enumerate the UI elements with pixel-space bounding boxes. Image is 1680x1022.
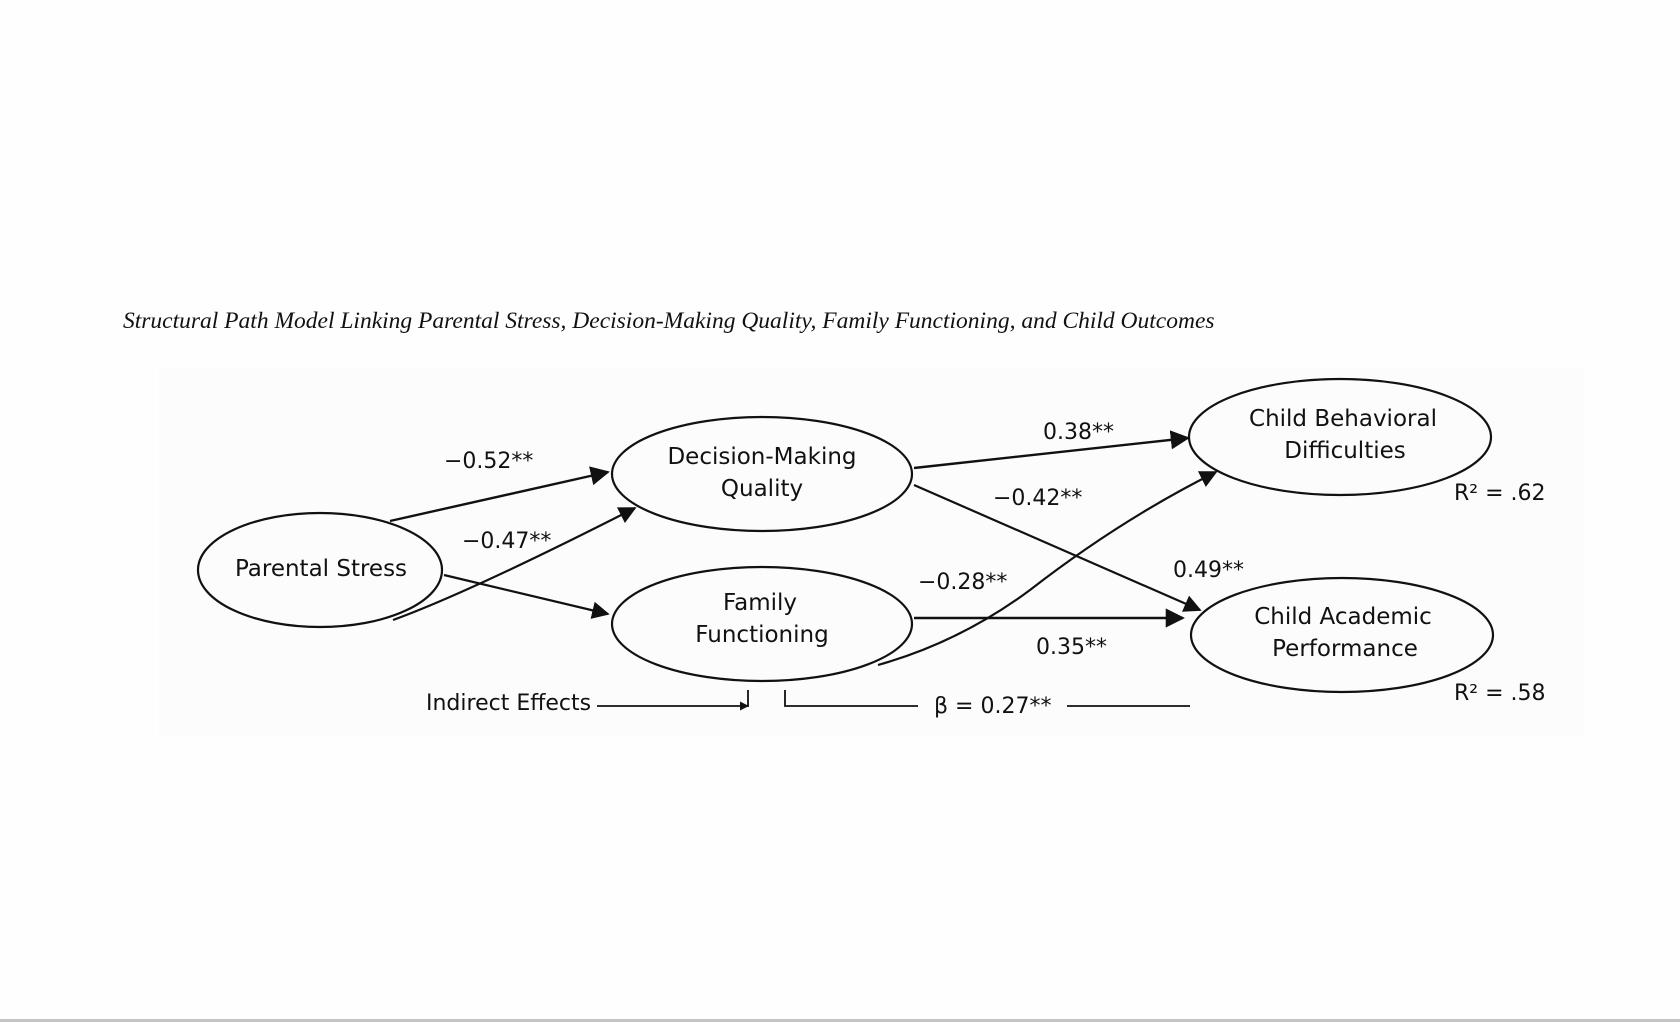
coef-ff-cbd: −0.28** xyxy=(918,570,1007,595)
label-family-functioning-1: Family xyxy=(723,590,797,616)
node-child-behavioral xyxy=(1187,377,1493,497)
coef-ps-dmq: −0.52** xyxy=(444,449,533,474)
node-decision-making xyxy=(610,415,914,533)
path-dmq-cap xyxy=(913,483,1202,612)
path-ff-cbd xyxy=(877,471,1218,667)
diagram-panel xyxy=(159,367,1584,737)
bottom-divider xyxy=(0,1019,1680,1022)
label-decision-making-1: Decision-Making xyxy=(667,444,856,470)
indirect-bracket xyxy=(784,690,918,707)
coef-cap-extra: 0.49** xyxy=(1173,558,1244,583)
node-child-academic xyxy=(1189,576,1495,694)
node-family-functioning xyxy=(610,565,914,683)
node-parental-stress xyxy=(196,511,444,629)
label-child-behavioral-2: Difficulties xyxy=(1284,438,1406,464)
indirect-effects-label: Indirect Effects xyxy=(426,691,591,716)
label-family-functioning-2: Functioning xyxy=(695,622,828,648)
coef-dmq-cap: −0.42** xyxy=(993,486,1082,511)
path-ps-dmq-lower xyxy=(392,507,637,622)
path-ps-ff xyxy=(443,573,610,619)
label-decision-making-2: Quality xyxy=(721,476,803,502)
indirect-beta: β = 0.27** xyxy=(934,694,1051,719)
r2-child-academic: R² = .58 xyxy=(1454,681,1546,706)
label-child-academic-1: Child Academic xyxy=(1254,604,1432,630)
label-child-academic-2: Performance xyxy=(1272,636,1418,662)
r2-child-behavioral: R² = .62 xyxy=(1454,481,1546,506)
figure-title: Structural Path Model Linking Parental S… xyxy=(123,308,1215,334)
coef-dmq-cbd: 0.38** xyxy=(1043,420,1114,445)
path-dmq-cbd xyxy=(913,430,1190,470)
label-parental-stress: Parental Stress xyxy=(235,556,407,582)
coef-ps-ff: −0.47** xyxy=(462,529,551,554)
label-child-behavioral-1: Child Behavioral xyxy=(1249,406,1437,432)
coef-ff-cap: 0.35** xyxy=(1036,635,1107,660)
path-ps-dmq xyxy=(389,466,610,523)
